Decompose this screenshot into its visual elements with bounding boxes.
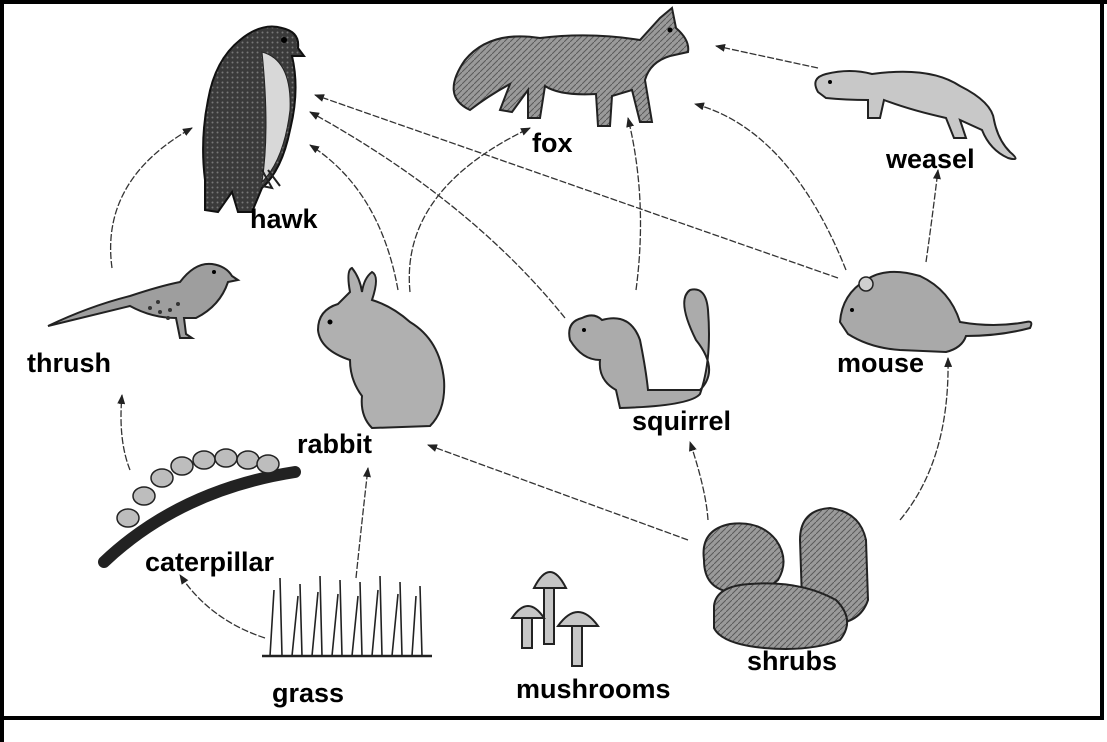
- label-thrush: thrush: [27, 350, 111, 377]
- arrow-shrubs-to-squirrel: [690, 442, 708, 520]
- mouse-illustration: [840, 272, 1031, 352]
- squirrel-illustration: [569, 289, 709, 408]
- arrow-mouse-to-weasel: [926, 170, 938, 262]
- fox-illustration: [454, 8, 689, 126]
- label-weasel: weasel: [886, 146, 975, 173]
- arrow-shrubs-to-rabbit: [428, 445, 688, 540]
- grass-illustration: [262, 576, 432, 656]
- label-mushrooms: mushrooms: [516, 676, 671, 703]
- shrubs-illustration: [704, 508, 868, 649]
- label-squirrel: squirrel: [632, 408, 731, 435]
- arrow-caterpillar-to-thrush: [121, 395, 130, 470]
- arrow-mouse-to-fox: [695, 104, 846, 270]
- arrow-thrush-to-hawk: [111, 128, 192, 268]
- label-shrubs: shrubs: [747, 648, 837, 675]
- label-hawk: hawk: [250, 206, 318, 233]
- arrow-grass-to-rabbit: [356, 468, 368, 578]
- arrow-grass-to-caterpillar: [180, 575, 265, 638]
- arrow-mouse-to-hawk: [315, 95, 838, 278]
- thrush-illustration: [48, 264, 238, 338]
- caterpillar-illustration: [104, 449, 295, 562]
- hawk-illustration: [203, 27, 304, 213]
- arrow-weasel-to-fox: [716, 46, 818, 68]
- label-grass: grass: [272, 680, 344, 707]
- label-fox: fox: [532, 130, 573, 157]
- arrow-rabbit-to-fox: [409, 128, 530, 292]
- arrow-squirrel-to-fox: [628, 118, 641, 290]
- arrow-shrubs-to-mouse: [900, 358, 948, 520]
- label-caterpillar: caterpillar: [145, 549, 274, 576]
- label-rabbit: rabbit: [297, 431, 372, 458]
- mushrooms-illustration: [512, 572, 598, 666]
- rabbit-illustration: [318, 268, 444, 428]
- arrow-rabbit-to-hawk: [310, 145, 398, 290]
- label-mouse: mouse: [837, 350, 924, 377]
